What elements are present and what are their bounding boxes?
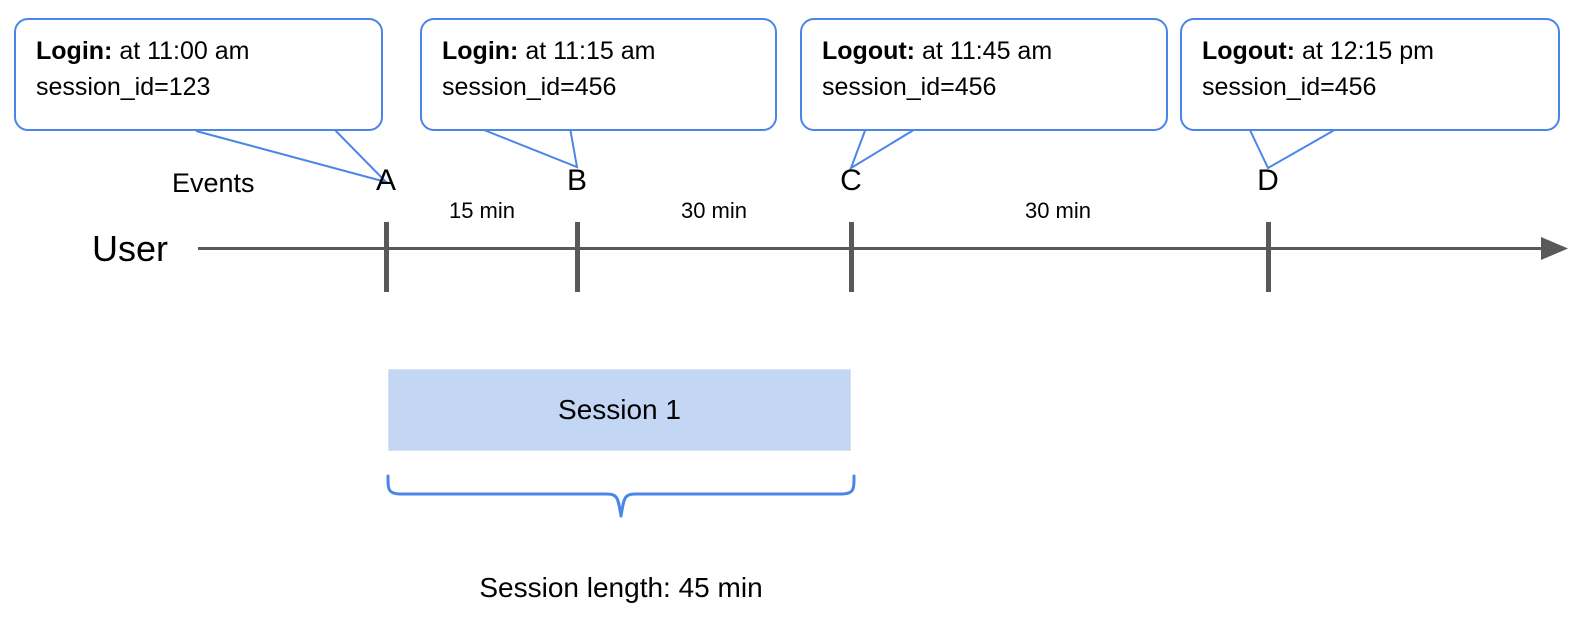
marker-label-a: A bbox=[375, 164, 396, 197]
callout-login-a[interactable]: Login: at 11:00 am session_id=123 bbox=[14, 18, 383, 131]
callout-session-id: session_id=123 bbox=[36, 72, 211, 101]
callout-session-id: session_id=456 bbox=[442, 72, 617, 101]
marker-label-b: B bbox=[566, 164, 587, 197]
interval-label-bc: 30 min bbox=[680, 198, 748, 223]
tick-mark-b bbox=[575, 222, 580, 292]
callout-event-type: Login: bbox=[442, 37, 519, 65]
tick-mark-d bbox=[1266, 222, 1271, 292]
session-bar-label: Session 1 bbox=[558, 394, 681, 425]
callout-login-b[interactable]: Login: at 11:15 am session_id=456 bbox=[420, 18, 777, 131]
callout-event-type: Logout: bbox=[1202, 37, 1296, 65]
callout-session-id: session_id=456 bbox=[822, 72, 997, 101]
callout-detail: at 11:00 am bbox=[119, 37, 250, 65]
tick-mark-c bbox=[849, 222, 854, 292]
callout-logout-c[interactable]: Logout: at 11:45 am session_id=456 bbox=[800, 18, 1168, 131]
callout-tail-c bbox=[849, 127, 918, 171]
callout-detail: at 12:15 pm bbox=[1301, 37, 1434, 65]
session-span-brace bbox=[386, 474, 856, 518]
callout-tail-d bbox=[1248, 127, 1339, 170]
tick-mark-a bbox=[384, 222, 389, 292]
callout-tail-b bbox=[483, 127, 579, 169]
interval-label-cd: 30 min bbox=[1024, 198, 1092, 223]
callout-event-type: Login: bbox=[36, 37, 113, 65]
callout-event-type: Logout: bbox=[822, 37, 916, 65]
interval-label-ab: 15 min bbox=[448, 198, 516, 223]
callout-session-id: session_id=456 bbox=[1202, 72, 1377, 101]
marker-label-d: D bbox=[1257, 164, 1279, 197]
marker-label-c: C bbox=[840, 164, 862, 197]
callout-detail: at 11:15 am bbox=[525, 37, 656, 65]
brace-path bbox=[386, 474, 856, 518]
user-row-label: User bbox=[92, 228, 169, 269]
events-row-label: Events bbox=[172, 168, 255, 198]
session-length-caption: Session length: 45 min bbox=[479, 572, 763, 603]
session-bar[interactable]: Session 1 bbox=[388, 369, 851, 451]
callout-logout-d[interactable]: Logout: at 12:15 pm session_id=456 bbox=[1180, 18, 1560, 131]
timeline-axis bbox=[198, 247, 1546, 250]
callout-detail: at 11:45 am bbox=[921, 37, 1053, 65]
